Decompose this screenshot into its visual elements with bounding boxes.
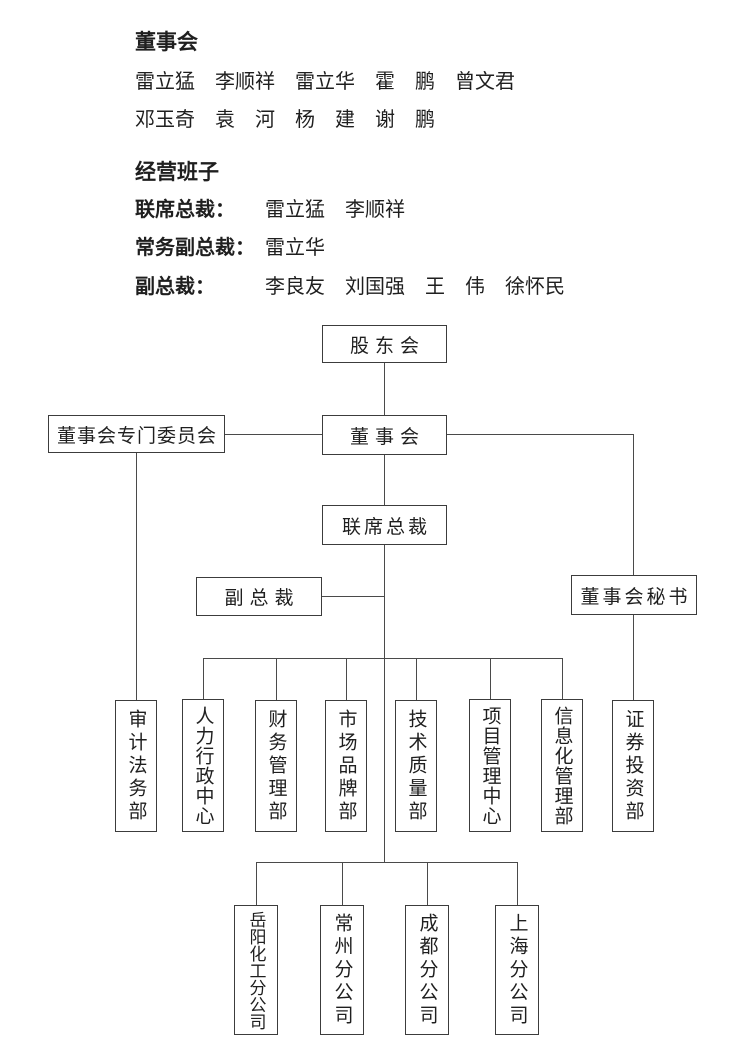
branch-box-yueyang-chemical: 岳阳化工分公司	[234, 905, 278, 1035]
node-vice-president: 副总裁	[196, 577, 322, 616]
node-board-secretary: 董事会秘书	[571, 575, 697, 615]
conn-committee-board	[225, 434, 322, 435]
branch-box-changzhou: 常州分公司	[320, 905, 364, 1035]
conn-drop-tech-quality	[416, 658, 417, 701]
entry-value: 雷立华	[265, 237, 325, 259]
board-section-title: 董事会	[135, 30, 198, 54]
conn-drop-yueyang	[256, 862, 257, 906]
conn-shareholders-board	[384, 363, 385, 415]
entry-label: 联席总裁：	[135, 199, 235, 221]
dept-box-tech-quality: 技术质量部	[395, 700, 437, 832]
entry-label: 副总裁：	[135, 276, 215, 298]
management-entry-co-president: 联席总裁： 雷立猛 李顺祥	[135, 198, 405, 222]
conn-department-bus	[203, 658, 562, 659]
conn-drop-finance	[276, 658, 277, 701]
dept-box-securities-investment: 证券投资部	[612, 700, 654, 832]
conn-drop-hr-admin	[203, 658, 204, 701]
node-board-special-committee: 董事会专门委员会	[48, 415, 225, 453]
conn-drop-project	[490, 658, 491, 701]
conn-board-secretary-drop	[633, 434, 634, 575]
node-shareholders-meeting: 股东会	[322, 325, 447, 363]
management-section-title: 经营班子	[135, 160, 219, 184]
conn-secretary-securities	[633, 615, 634, 701]
conn-branch-bus	[256, 862, 517, 863]
conn-drop-info	[562, 658, 563, 701]
conn-drop-marketing	[346, 658, 347, 701]
management-entry-vice-president: 副总裁： 李良友 刘国强 王 伟 徐怀民	[135, 275, 565, 299]
conn-drop-shanghai	[517, 862, 518, 906]
dept-box-audit-legal: 审计法务部	[115, 700, 157, 832]
dept-box-info-mgmt: 信息化管理部	[541, 699, 583, 832]
node-board-of-directors: 董事会	[322, 415, 447, 455]
dept-box-project-mgmt-center: 项目管理中心	[469, 699, 511, 832]
conn-board-copresident	[384, 455, 385, 505]
dept-box-marketing-brand: 市场品牌部	[325, 700, 367, 832]
board-members-row-1: 雷立猛 李顺祥 雷立华 霍 鹏 曾文君	[135, 71, 515, 93]
entry-label: 常务副总裁：	[135, 237, 255, 259]
entry-value: 雷立猛 李顺祥	[265, 199, 405, 221]
entry-value: 李良友 刘国强 王 伟 徐怀民	[265, 276, 565, 298]
conn-copresident-trunk	[384, 545, 385, 863]
branch-box-shanghai: 上海分公司	[495, 905, 539, 1035]
conn-drop-chengdu	[427, 862, 428, 906]
conn-vicepresident-trunk	[322, 596, 384, 597]
branch-box-chengdu: 成都分公司	[405, 905, 449, 1035]
conn-board-right	[447, 434, 634, 435]
dept-box-finance-mgmt: 财务管理部	[255, 700, 297, 832]
conn-drop-changzhou	[342, 862, 343, 906]
dept-box-hr-admin-center: 人力行政中心	[182, 699, 224, 832]
conn-committee-audit	[136, 453, 137, 701]
node-co-president: 联席总裁	[322, 505, 447, 545]
management-entry-exec-vice-president: 常务副总裁： 雷立华	[135, 236, 325, 260]
board-members-row-2: 邓玉奇 袁 河 杨 建 谢 鹏	[135, 109, 435, 131]
